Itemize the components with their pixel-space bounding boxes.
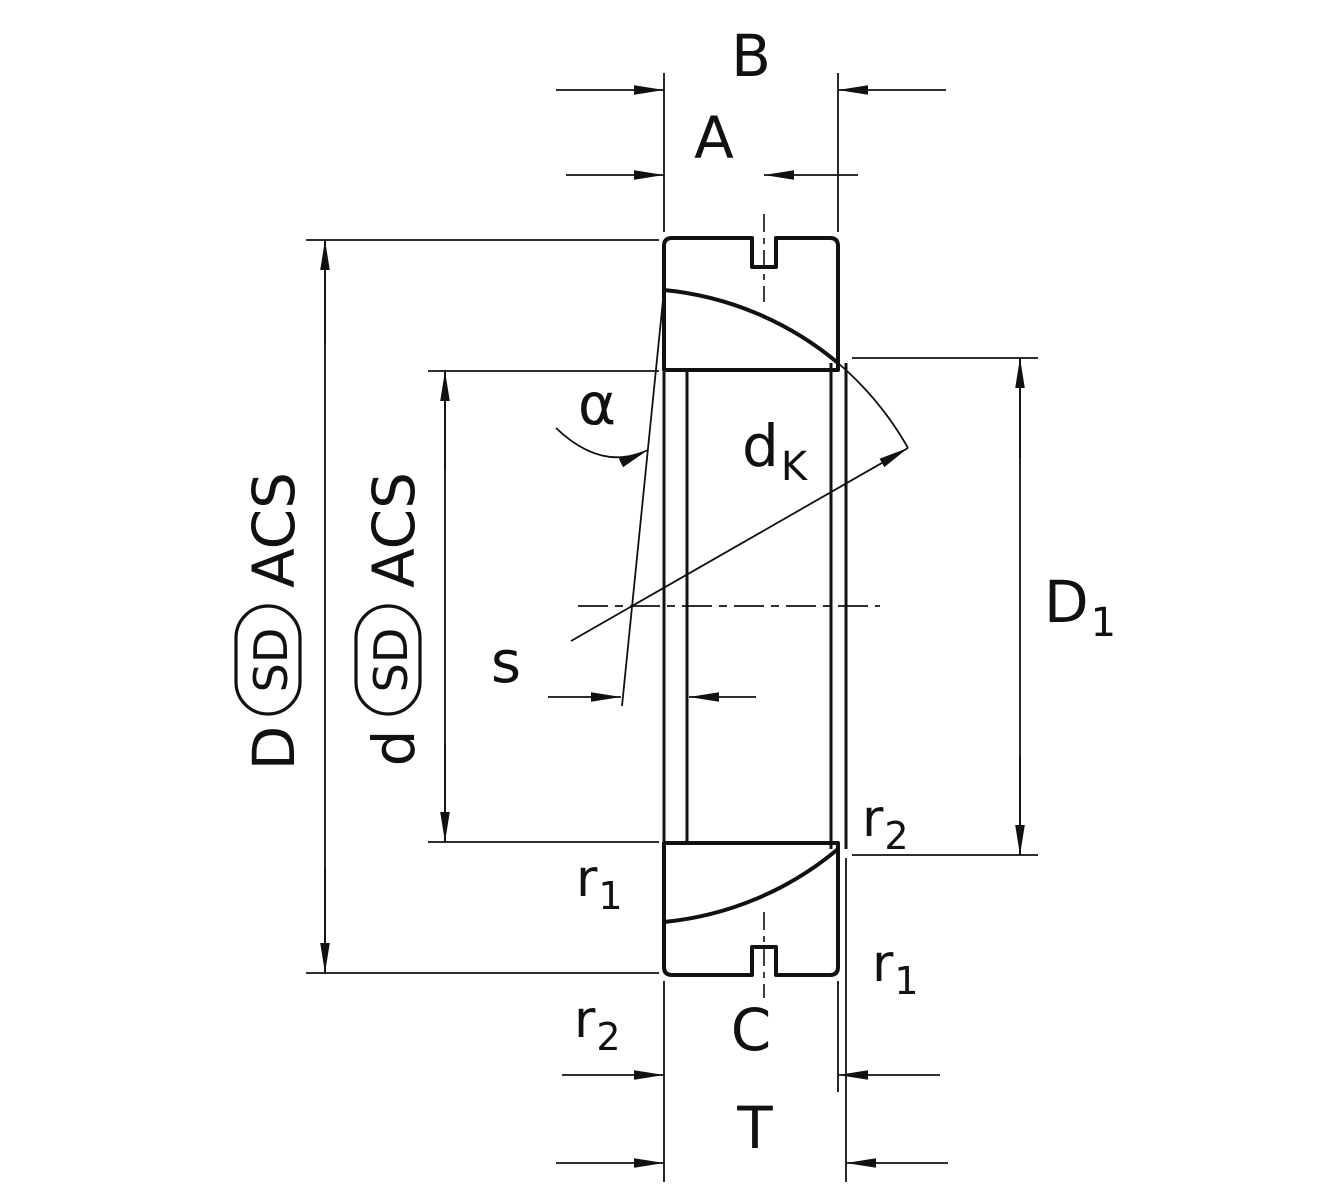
centerlines xyxy=(578,214,880,998)
label-r2-right: r2 xyxy=(862,789,909,858)
label-D-tolerance: SD xyxy=(244,628,298,693)
sphere-diameter-line xyxy=(570,447,909,642)
dimension-labels: B A C T s α dK D1 r1 r2 r2 r1 xyxy=(491,22,1116,1162)
bore-diameter-designation: d SD ACS xyxy=(354,472,428,767)
label-s: s xyxy=(491,628,521,696)
label-r1-lower-right: r1 xyxy=(872,934,919,1003)
label-A: A xyxy=(694,104,734,172)
label-alpha: α xyxy=(578,370,616,438)
contact-angle-line xyxy=(621,289,665,707)
label-D: D xyxy=(240,726,308,771)
dimension-lines xyxy=(320,85,1025,1168)
outer-diameter-designation: D SD ACS xyxy=(234,472,308,771)
construction-lines xyxy=(555,289,909,707)
label-D1: D1 xyxy=(1044,568,1116,646)
label-d-tolerance: SD xyxy=(364,628,418,693)
lower-washer-section xyxy=(662,841,840,977)
label-d: d xyxy=(360,730,428,767)
alpha-leader-arrow xyxy=(555,427,649,468)
label-C: C xyxy=(731,996,772,1064)
label-r2-lower-left: r2 xyxy=(574,990,621,1059)
label-r1-upper-left: r1 xyxy=(576,849,623,918)
label-B: B xyxy=(731,22,771,90)
label-D-series: ACS xyxy=(240,472,308,588)
tolerance-oval-d xyxy=(354,604,422,716)
tolerance-oval-D xyxy=(234,604,302,716)
label-T: T xyxy=(736,1094,773,1162)
upper-washer-section xyxy=(662,236,840,372)
label-d-series: ACS xyxy=(360,472,428,588)
sphere-surface-upper xyxy=(663,288,840,365)
label-dK: dK xyxy=(742,412,809,490)
sphere-surface-extension xyxy=(837,362,909,449)
sphere-surface-lower xyxy=(663,847,840,924)
